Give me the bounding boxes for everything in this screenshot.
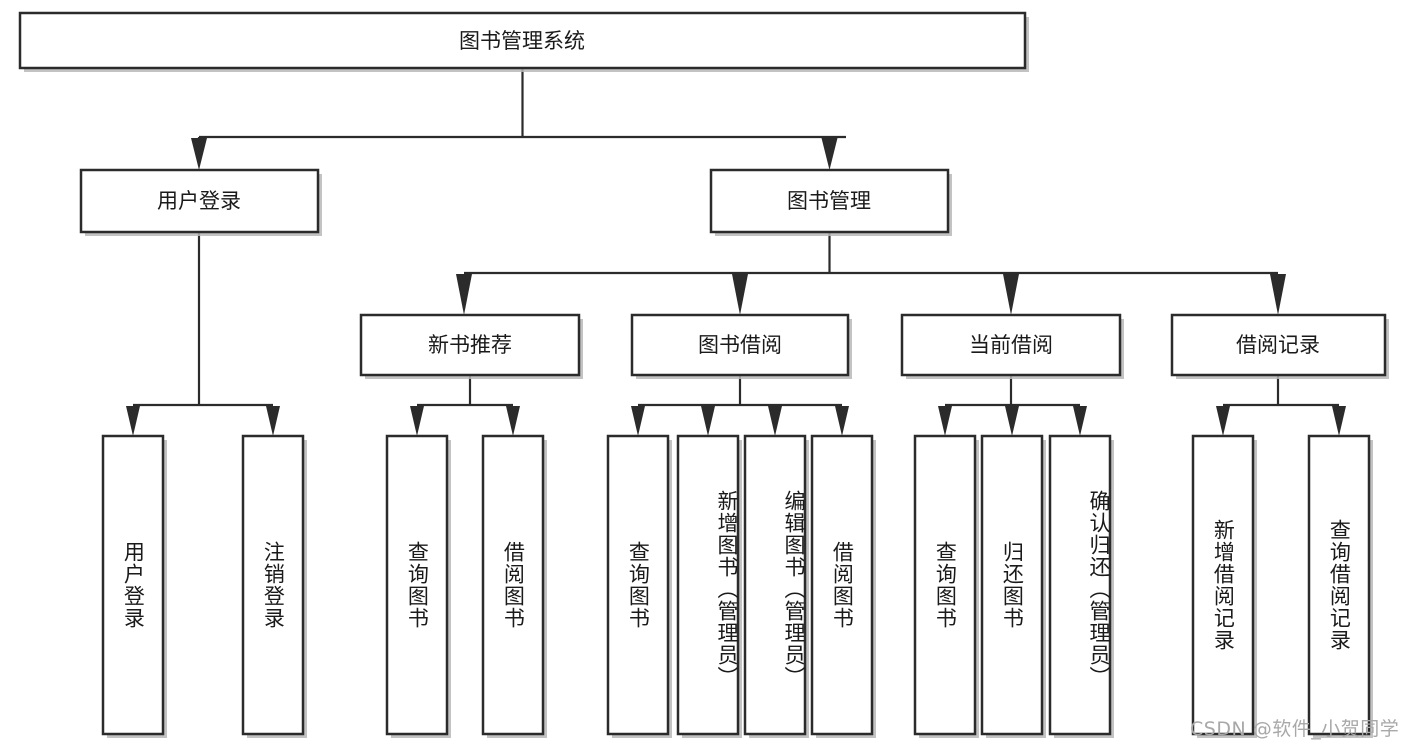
node-leaf-return-book-box[interactable] [980,434,1044,736]
arrowhead-leaf-query-book-2 [631,406,645,436]
arrowhead-book-management [821,138,838,170]
arrowhead-leaf-edit-book [768,406,782,436]
arrowhead-book-borrow [732,274,748,315]
arrowhead-user-login [191,138,207,170]
node-leaf-borrow-book-2-box[interactable] [810,434,874,736]
node-leaf-query-record-box[interactable] [1307,434,1371,736]
arrowhead-leaf-user-logout [266,406,280,436]
node-leaf-query-book-2-box[interactable] [606,434,670,736]
arrowhead-leaf-user-login [126,406,140,436]
node-leaf-confirm-return-box[interactable] [1048,434,1112,736]
edges-layer [126,68,1346,436]
node-book-management-box[interactable] [709,168,950,234]
arrowhead-leaf-query-book-1 [410,406,424,436]
node-leaf-user-logout-box[interactable] [241,434,305,736]
arrowhead-leaf-confirm-return [1073,406,1087,436]
node-borrow-record-label: 借阅记录 [1236,333,1320,357]
node-new-book-recommend-label: 新书推荐 [428,333,512,357]
arrowhead-current-borrow [1003,274,1019,315]
node-book-borrow-box[interactable] [630,313,850,377]
arrowhead-leaf-borrow-book-2 [835,406,849,436]
node-user-login-box[interactable] [79,168,320,234]
node-book-management-label: 图书管理 [787,189,871,213]
horizontal-labels-layer: 图书管理系统 用户登录 图书管理 新书推荐 图书借阅 当前借阅 借阅记录 [157,29,1320,357]
node-leaf-edit-book-box[interactable] [743,434,807,736]
csdn-watermark: CSDN @软件_小贺同学 [1190,718,1400,740]
arrowhead-borrow-record [1270,274,1286,315]
node-leaf-add-record-box[interactable] [1191,434,1255,736]
node-book-borrow-label: 图书借阅 [698,333,782,357]
node-root-label: 图书管理系统 [459,29,585,53]
arrowhead-leaf-query-record [1332,406,1346,436]
node-root-box[interactable] [18,11,1027,70]
arrowhead-leaf-add-record [1216,406,1230,436]
arrowhead-leaf-query-book-3 [938,406,952,436]
node-current-borrow-box[interactable] [900,313,1122,377]
arrowhead-leaf-return-book [1005,406,1019,436]
node-new-book-recommend-box[interactable] [359,313,581,377]
node-borrow-record-box[interactable] [1170,313,1387,377]
arrowhead-leaf-add-book [701,406,715,436]
arrowhead-new-book-recommend [456,274,472,315]
node-leaf-user-login-box[interactable] [101,434,165,736]
node-leaf-query-book-1-box[interactable] [385,434,449,736]
node-current-borrow-label: 当前借阅 [969,333,1053,357]
node-leaf-borrow-book-1-box[interactable] [481,434,545,736]
node-leaf-add-book-box[interactable] [676,434,740,736]
nodes-layer [18,11,1389,738]
node-user-login-label: 用户登录 [157,189,241,213]
arrowhead-leaf-borrow-book-1 [506,406,520,436]
node-leaf-query-book-3-box[interactable] [913,434,977,736]
